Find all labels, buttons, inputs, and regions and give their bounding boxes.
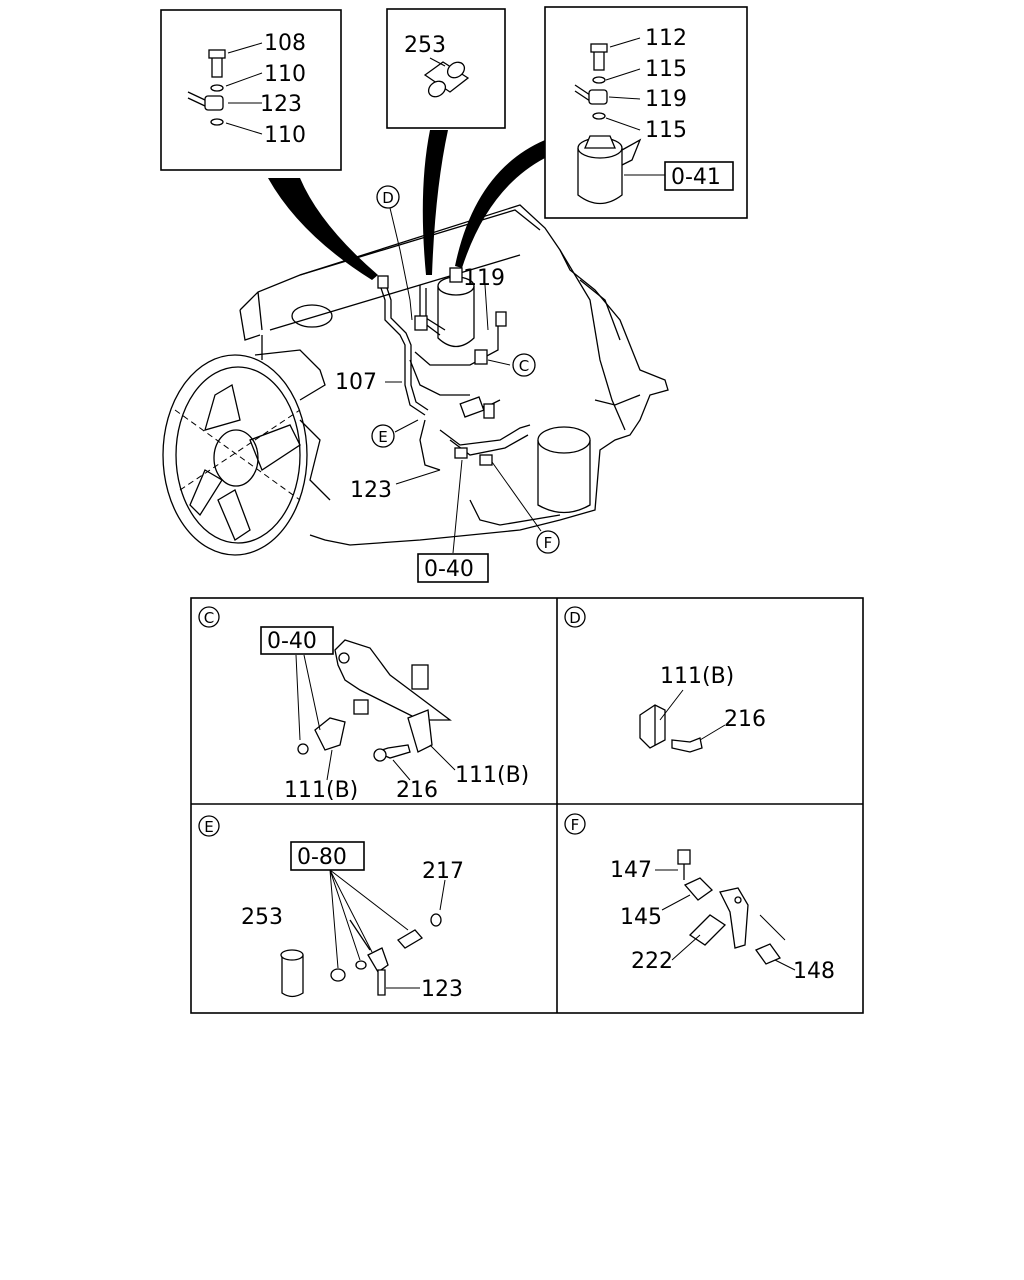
part-label-123: 123	[260, 92, 302, 117]
engine-illustration	[162, 130, 669, 556]
svg-text:0-40: 0-40	[267, 629, 317, 654]
detail-grid	[190, 597, 864, 1014]
part-label-115: 115	[645, 57, 687, 82]
part-label-108: 108	[264, 31, 306, 56]
svg-text:0-80: 0-80	[297, 845, 347, 870]
part-label-217: 217	[422, 859, 464, 884]
top-right-callout: 112 115 119 115 0-41	[544, 6, 748, 219]
part-label-115: 115	[645, 118, 687, 143]
part-label-216: 216	[724, 707, 766, 732]
svg-text:F: F	[571, 816, 580, 834]
part-label-253: 253	[241, 905, 283, 930]
reference-box-0-41	[664, 161, 734, 191]
part-label-110: 110	[264, 62, 306, 87]
part-label-107: 107	[335, 370, 377, 395]
circle-label-e: E	[371, 424, 395, 448]
part-label-119: 119	[645, 87, 687, 112]
circle-label-c: C	[512, 353, 536, 377]
svg-text:D: D	[382, 189, 394, 207]
top-left-callout: 108 110 123 110	[160, 9, 342, 171]
svg-text:E: E	[378, 428, 387, 446]
part-label-145: 145	[620, 905, 662, 930]
reference-box-0-40: 0-40	[417, 553, 489, 583]
svg-text:C: C	[519, 357, 529, 375]
top-center-callout: 253	[386, 8, 506, 129]
part-label-222: 222	[631, 949, 673, 974]
svg-text:0-41: 0-41	[671, 165, 721, 190]
svg-text:0-40: 0-40	[424, 557, 474, 582]
part-label-110: 110	[264, 123, 306, 148]
svg-text:D: D	[569, 609, 581, 627]
part-label-148: 148	[793, 959, 835, 984]
svg-text:E: E	[204, 818, 213, 836]
detail-panel-d: D 111(B) 216	[564, 606, 766, 753]
part-label-123: 123	[421, 977, 463, 1002]
detail-panel-c: C 0-40 111(B) 216 111(B)	[198, 606, 529, 803]
detail-panel-f: F 147 145 222 148	[564, 813, 835, 984]
part-label-112: 112	[645, 26, 687, 51]
part-label-123: 123	[350, 478, 392, 503]
circle-label-d: D	[376, 185, 400, 209]
svg-text:C: C	[204, 609, 214, 627]
reference-box-0-80	[290, 841, 365, 871]
circle-label-f: F	[536, 530, 560, 554]
reference-box-0-40	[260, 626, 334, 655]
part-label-111b: 111(B)	[455, 763, 529, 788]
part-label-253: 253	[404, 33, 446, 58]
part-label-111b: 111(B)	[284, 778, 358, 803]
svg-text:F: F	[544, 534, 553, 552]
part-label-147: 147	[610, 858, 652, 883]
part-label-111b: 111(B)	[660, 664, 734, 689]
part-label-216: 216	[396, 778, 438, 803]
detail-panel-e: E 0-80 217 253 123	[198, 815, 464, 1002]
part-label-119: 119	[463, 266, 505, 291]
